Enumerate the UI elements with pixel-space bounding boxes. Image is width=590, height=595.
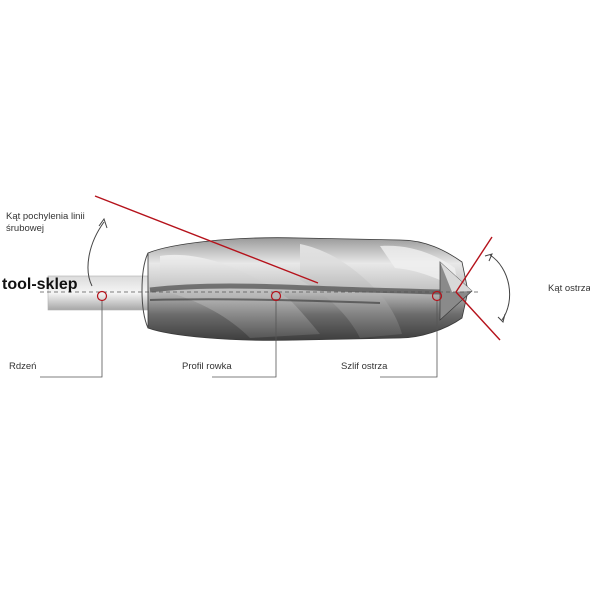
helix-angle-label-line1: Kąt pochylenia linii bbox=[6, 211, 85, 222]
point-angle-label: Kąt ostrza bbox=[548, 283, 590, 294]
point-grind-label: Szlif ostrza bbox=[341, 361, 388, 372]
core-label: Rdzeń bbox=[9, 361, 37, 372]
helix-angle-label-line2: śrubowej bbox=[6, 223, 45, 234]
grind-leader bbox=[380, 301, 438, 378]
core-marker-icon bbox=[96, 290, 108, 302]
flute-leader bbox=[212, 301, 277, 378]
watermark: tool-sklep bbox=[2, 276, 78, 293]
point-angle-arrow-icon bbox=[484, 253, 511, 323]
flute-profile-label: Profil rowka bbox=[182, 361, 232, 372]
point-angle-lines bbox=[455, 236, 501, 341]
drill-body bbox=[141, 237, 473, 341]
grind-marker-icon bbox=[431, 290, 443, 302]
helix-arrow-icon bbox=[87, 217, 108, 287]
flute-marker-icon bbox=[270, 290, 282, 302]
helix-angle-label: Kąt pochylenia linii śrubowej bbox=[6, 211, 85, 235]
helix-angle-line bbox=[94, 195, 319, 284]
core-leader bbox=[40, 301, 103, 378]
